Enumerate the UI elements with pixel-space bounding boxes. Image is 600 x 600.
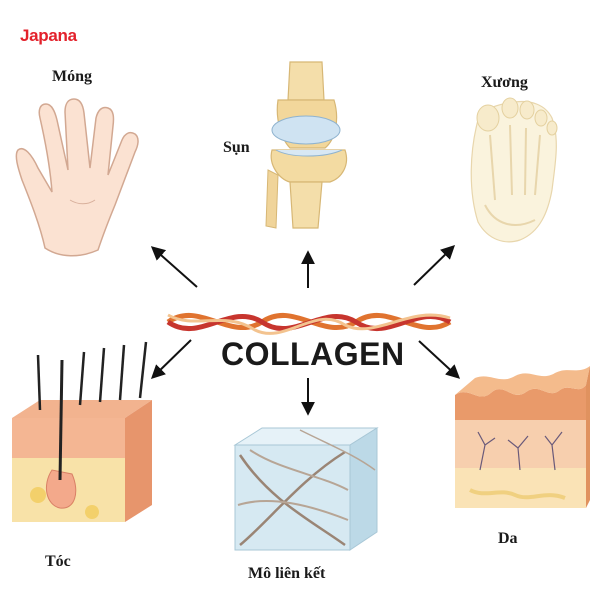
arrow-to-skin [418, 340, 461, 379]
center-title: COLLAGEN [221, 336, 405, 372]
hair-follicle-icon [12, 341, 152, 522]
label-skin: Da [498, 530, 518, 547]
knee-joint-icon [265, 61, 348, 229]
label-nail: Móng [52, 68, 92, 85]
skin-layers-icon [455, 366, 590, 508]
hand-icon [15, 98, 139, 257]
label-hair: Tóc [45, 553, 71, 570]
collagen-fiber-icon [166, 313, 452, 335]
connective-tissue-cube-icon [233, 427, 379, 551]
arrow-to-bone [413, 245, 456, 286]
arrow-to-hair [150, 339, 192, 379]
label-connective-tissue: Mô liên kết [248, 565, 326, 582]
brand-logo: Japana [20, 26, 77, 45]
foot-bones-icon [470, 97, 558, 243]
label-cartilage: Sụn [223, 139, 250, 156]
label-bone: Xương [481, 74, 528, 91]
arrows [150, 245, 461, 416]
arrow-to-nail [150, 246, 198, 288]
